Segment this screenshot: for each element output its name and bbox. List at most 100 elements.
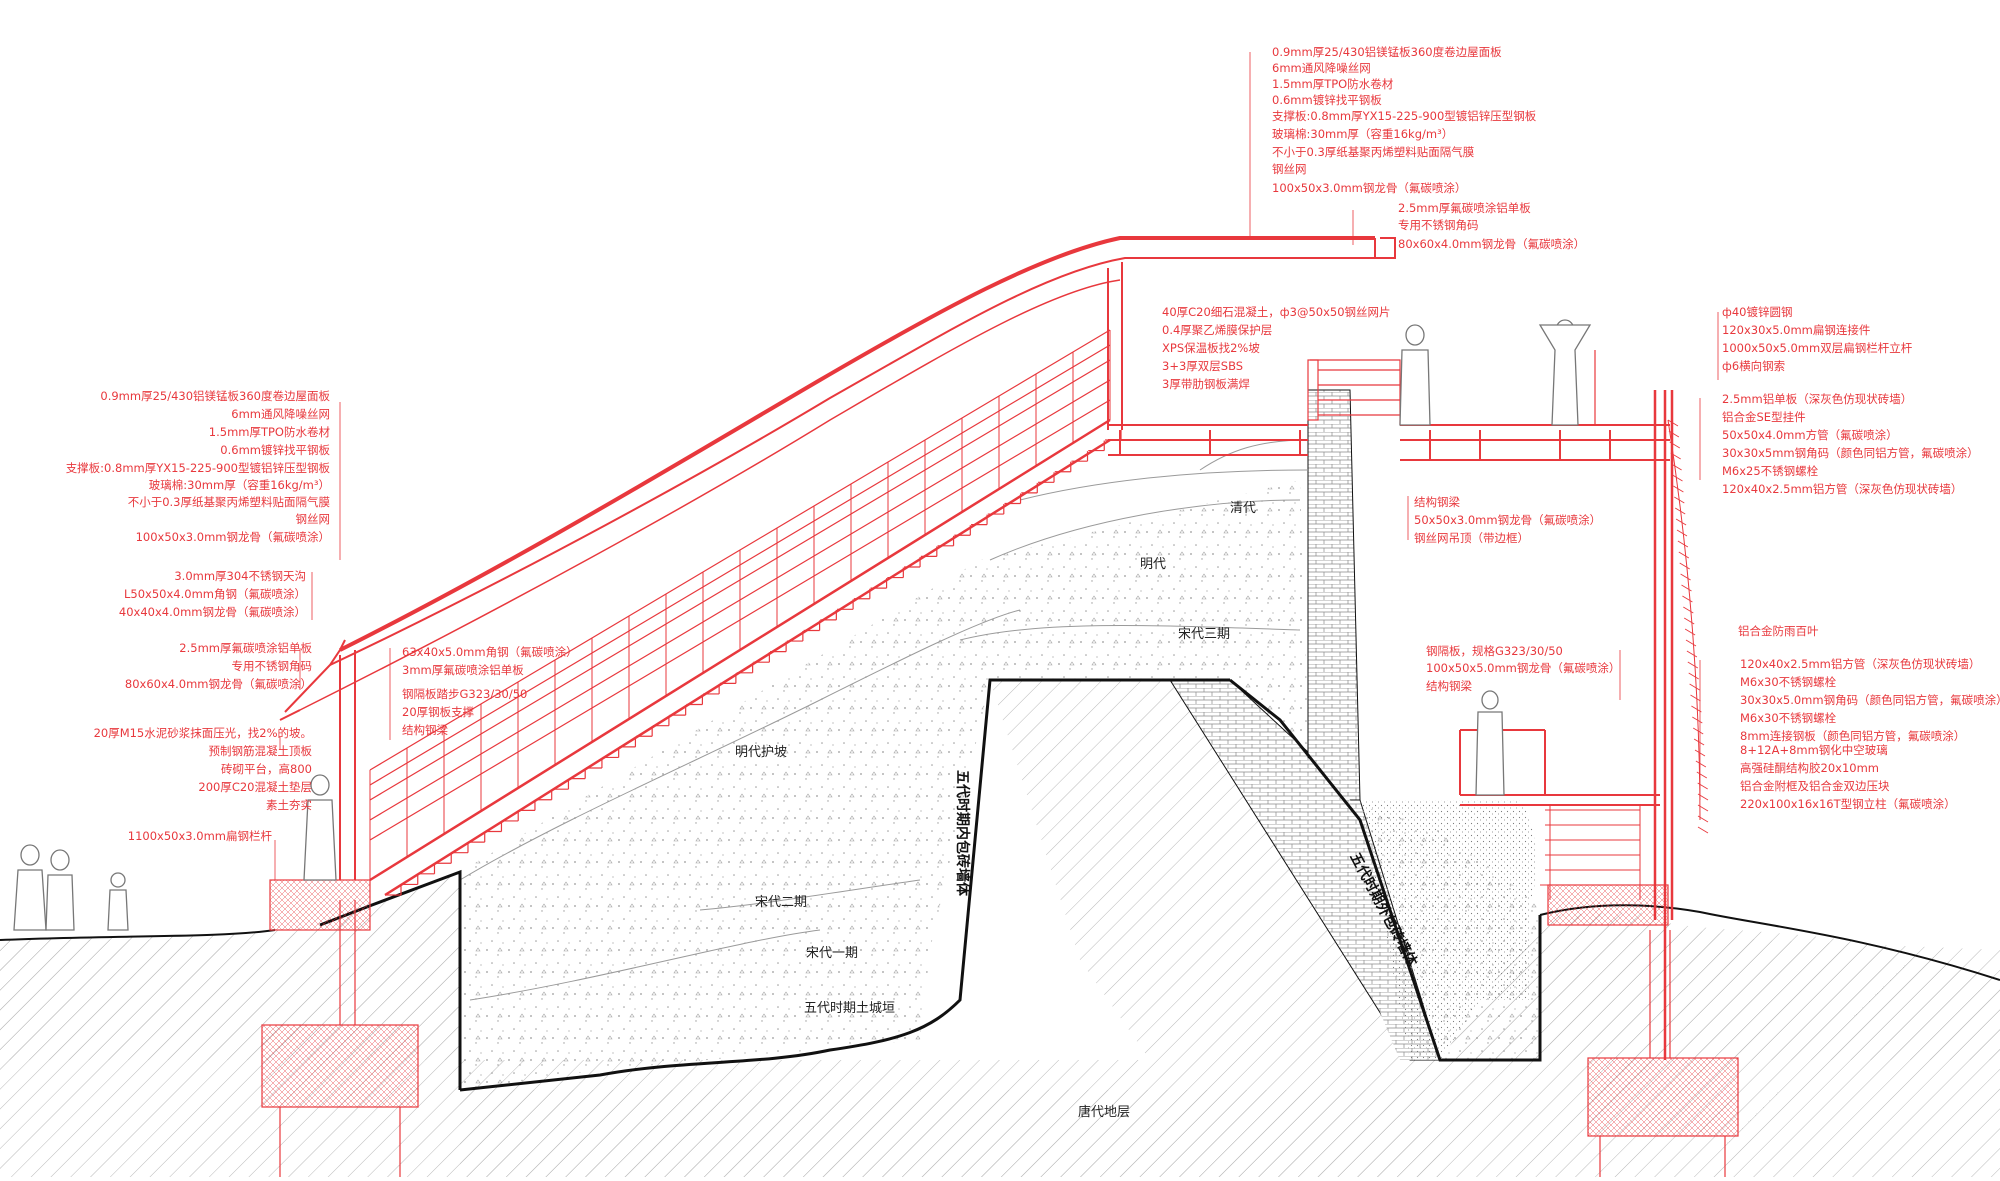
note-platform-3: 3+3厚双层SBS — [1162, 359, 1243, 373]
note-gutter-2: 40x40x4.0mm钢龙骨（氟碳喷涂） — [119, 605, 306, 619]
person-figures — [13, 319, 1592, 931]
note-facade: 2.5mm铝单板（深灰色仿现状砖墙） 铝合金SE型挂件 50x50x4.0mm方… — [1722, 392, 1979, 496]
note-stair-step-1: 20厚钢板支撑 — [402, 705, 475, 719]
note-roof-left: 0.9mm厚25/430铝镁锰板360度卷边屋面板 6mm通风降噪丝网 1.5m… — [66, 389, 331, 544]
right-plinth — [1547, 884, 1669, 926]
louver-slat — [1671, 463, 1682, 471]
louver-slat — [1683, 617, 1695, 625]
layer-ming: 明代 — [1140, 557, 1166, 572]
roof-curve — [339, 236, 1375, 652]
note-railing: 1100x50x3.0mm扁钢栏杆 — [128, 829, 273, 843]
louver-slat — [1697, 815, 1709, 823]
note-grating-2: 结构钢梁 — [1426, 679, 1472, 693]
note-handrail: ф40镀锌圆钢 120x30x5.0mm扁钢连接件 1000x50x5.0mm双… — [1722, 305, 1913, 373]
louver — [1667, 419, 1701, 821]
note-platform-2: XPS保温板找2%坡 — [1162, 341, 1260, 355]
leader-lines — [274, 52, 1719, 880]
note-roof-top-2: 1.5mm厚TPO防水卷材 — [1272, 77, 1394, 91]
louver-slat — [1685, 639, 1697, 647]
note-gutter: 3.0mm厚304不锈钢天沟 L50x50x4.0mm角钢（氟碳喷涂） 40x4… — [119, 569, 306, 619]
note-roof-left-3: 0.6mm镀锌找平钢板 — [220, 443, 330, 457]
note-roof-left-5: 玻璃棉:30mm厚（容重16kg/m³） — [149, 478, 330, 492]
louver-slat — [1676, 529, 1688, 537]
note-stair-step-2: 结构钢梁 — [402, 723, 448, 737]
outer-brick-slope — [1180, 690, 1440, 1060]
layer-wudai-outer: 五代时期外包砖墙体 — [1346, 850, 1421, 970]
note-roof-top-4: 支撑板:0.8mm厚YX15-225-900型镀铝锌压型钢板 — [1272, 109, 1537, 123]
note-roof-left-2: 1.5mm厚TPO防水卷材 — [209, 425, 331, 439]
note-glass-0: 120x40x2.5mm铝方管（深灰色仿现状砖墙） — [1740, 657, 1980, 671]
note-roof-edge-1: 专用不锈钢角码 — [1398, 218, 1479, 232]
note-glass-4: 8mm连接钢板（颜色同铝方管，氟碳喷涂） — [1740, 729, 1965, 743]
note-glass-6: 高强硅酮结构胶20x10mm — [1740, 761, 1879, 775]
note-grating-0: 钢隔板，规格G323/30/50 — [1426, 644, 1563, 658]
earth-outline-right — [1229, 678, 1542, 1062]
pile-right — [1599, 930, 1726, 1177]
note-handrail-3: ф6横向钢索 — [1722, 359, 1785, 373]
note-facade-1: 铝合金SE型挂件 — [1722, 410, 1806, 424]
note-eave-1: 专用不锈钢角码 — [232, 659, 313, 673]
note-base-left-3: 200厚C20混凝土垫层 — [198, 780, 312, 794]
layer-song1: 宋代一期 — [806, 946, 858, 961]
louver-slat — [1673, 485, 1684, 493]
note-platform-4: 3厚带肋钢板满焊 — [1162, 377, 1250, 391]
note-roof-edge-0: 2.5mm厚氟碳喷涂铝单板 — [1398, 201, 1531, 215]
note-handrail-1: 120x30x5.0mm扁钢连接件 — [1722, 323, 1870, 337]
note-glass-2: 30x30x5.0mm钢角码（颜色同铝方管，氟碳喷涂） — [1740, 693, 2000, 707]
note-roof-left-4: 支撑板:0.8mm厚YX15-225-900型镀铝锌压型钢板 — [66, 461, 331, 475]
note-facade-5: 120x40x2.5mm铝方管（深灰色仿现状砖墙） — [1722, 482, 1962, 496]
inner-hatch-core — [990, 680, 1420, 1060]
stair-balusters — [369, 330, 1111, 880]
note-roof-top-8: 100x50x3.0mm钢龙骨（氟碳喷涂） — [1272, 181, 1466, 195]
note-glass-8: 220x100x16x16T型钢立柱（氟碳喷涂） — [1740, 797, 1956, 811]
note-gutter-0: 3.0mm厚304不锈钢天沟 — [174, 569, 306, 583]
note-base-left: 20厚M15水泥砂浆抹面压光，找2%的坡。 预制钢筋混凝土顶板 砖砌平台，高80… — [94, 726, 313, 812]
note-glass-1: M6x30不锈钢螺栓 — [1740, 675, 1837, 689]
louver-slat — [1692, 727, 1704, 735]
footing-right — [1587, 1057, 1739, 1137]
earth-outline-mid — [459, 678, 1230, 1092]
note-glass-3: M6x30不锈钢螺栓 — [1740, 711, 1837, 725]
roof-curve-inner — [329, 257, 1380, 666]
louver-slat — [1697, 826, 1709, 834]
note-handrail-2: 1000x50x5.0mm双层扁钢栏杆立杆 — [1722, 341, 1913, 355]
note-base-left-2: 砖砌平台，高800 — [221, 762, 312, 776]
louver-slat — [1688, 672, 1699, 680]
note-roof-left-7: 钢丝网 — [296, 512, 331, 526]
louver-slat — [1678, 551, 1690, 559]
louver-slat — [1675, 518, 1687, 526]
layer-ming-slope: 明代护坡 — [735, 745, 787, 760]
pile-left — [279, 900, 401, 1177]
note-stair-1: 3mm厚氟碳喷涂铝单板 — [402, 663, 524, 677]
note-handrail-0: ф40镀锌圆钢 — [1722, 305, 1792, 319]
note-beam: 结构钢梁 50x50x3.0mm钢龙骨（氟碳喷涂） 钢丝网吊顶（带边框） — [1414, 495, 1601, 545]
louver-slat — [1684, 628, 1696, 636]
note-roof-top-3: 0.6mm镀锌找平钢板 — [1272, 93, 1382, 107]
stair-steps — [385, 430, 1122, 896]
louver-slat — [1670, 452, 1681, 460]
note-eave-0: 2.5mm厚氟碳喷涂铝单板 — [179, 641, 312, 655]
note-roof-edge: 2.5mm厚氟碳喷涂铝单板 专用不锈钢角码 80x60x4.0mm钢龙骨（氟碳喷… — [1398, 201, 1585, 251]
note-gutter-1: L50x50x4.0mm角钢（氟碳喷涂） — [124, 587, 306, 601]
louver-slat — [1672, 474, 1683, 482]
ground-hatch-main — [0, 872, 2000, 1177]
left-plinth — [269, 879, 371, 931]
note-base-left-0: 20厚M15水泥砂浆抹面压光，找2%的坡。 — [94, 726, 312, 740]
louver-slat — [1681, 584, 1692, 592]
roof-soffit — [299, 279, 1121, 711]
louver-slat — [1667, 419, 1679, 427]
louver-slat — [1674, 507, 1686, 515]
eave-left — [279, 639, 346, 721]
note-glass: 120x40x2.5mm铝方管（深灰色仿现状砖墙） M6x30不锈钢螺栓 30x… — [1740, 657, 2000, 811]
layer-wudai-inner: 五代时期内包砖墙体 — [954, 770, 971, 897]
note-base-left-4: 素土夯实 — [266, 798, 312, 812]
note-stair-0: 63x40x5.0mm角钢（氟碳喷涂） — [402, 645, 578, 659]
louver-slat — [1695, 760, 1707, 768]
louver-slat — [1683, 606, 1694, 614]
note-eave-2: 80x60x4.0mm钢龙骨（氟碳喷涂） — [125, 677, 312, 691]
earth-core — [460, 480, 1540, 1090]
note-roof-top: 0.9mm厚25/430铝镁锰板360度卷边屋面板 6mm通风降噪丝网 1.5m… — [1272, 45, 1537, 195]
layer-song3: 宋代三期 — [1178, 627, 1230, 642]
